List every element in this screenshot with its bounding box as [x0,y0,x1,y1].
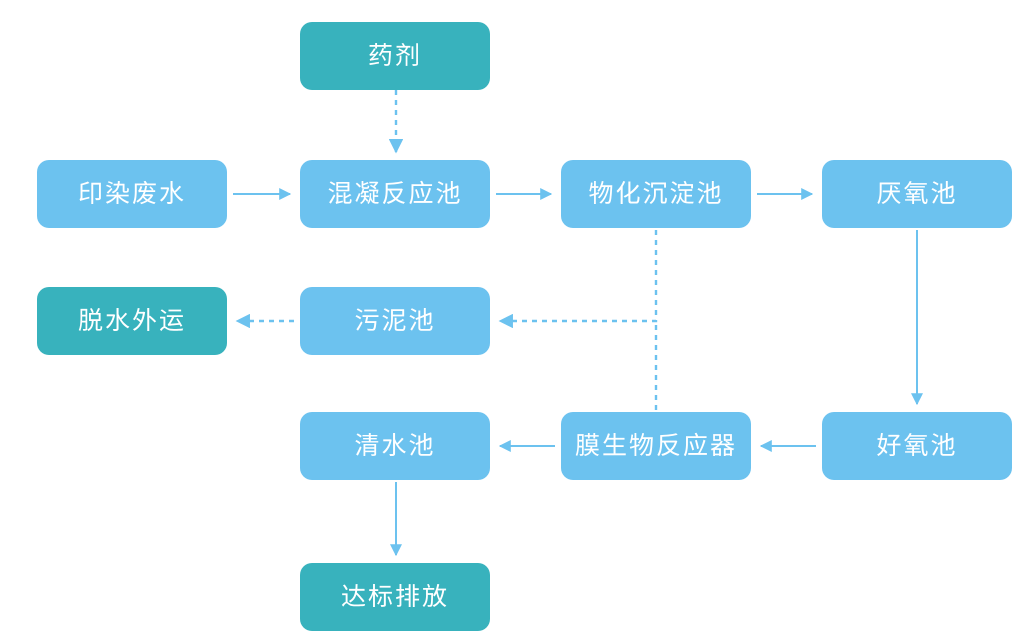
node-aerobic[interactable]: 好氧池 [822,412,1012,480]
node-label: 达标排放 [340,582,449,611]
node-sediment[interactable]: 物化沉淀池 [561,160,751,228]
node-label: 污泥池 [354,306,436,335]
edge-sediment-to-sludge [498,230,658,329]
node-clearwater[interactable]: 清水池 [300,412,490,480]
node-label: 厌氧池 [876,179,958,208]
node-label: 脱水外运 [77,306,186,335]
node-coagulation[interactable]: 混凝反应池 [300,160,490,228]
node-label: 混凝反应池 [327,179,463,208]
node-label: 清水池 [354,431,436,460]
node-label: 药剂 [367,41,422,70]
node-dewater[interactable]: 脱水外运 [37,287,227,355]
node-label: 膜生物反应器 [574,431,737,460]
node-sludge[interactable]: 污泥池 [300,287,490,355]
node-influent[interactable]: 印染废水 [37,160,227,228]
node-anaerobic[interactable]: 厌氧池 [822,160,1012,228]
node-reagent[interactable]: 药剂 [300,22,490,90]
node-mbr[interactable]: 膜生物反应器 [561,412,751,480]
node-label: 好氧池 [876,431,958,460]
node-label: 印染废水 [77,179,186,208]
node-discharge[interactable]: 达标排放 [300,563,490,631]
node-label: 物化沉淀池 [588,179,724,208]
